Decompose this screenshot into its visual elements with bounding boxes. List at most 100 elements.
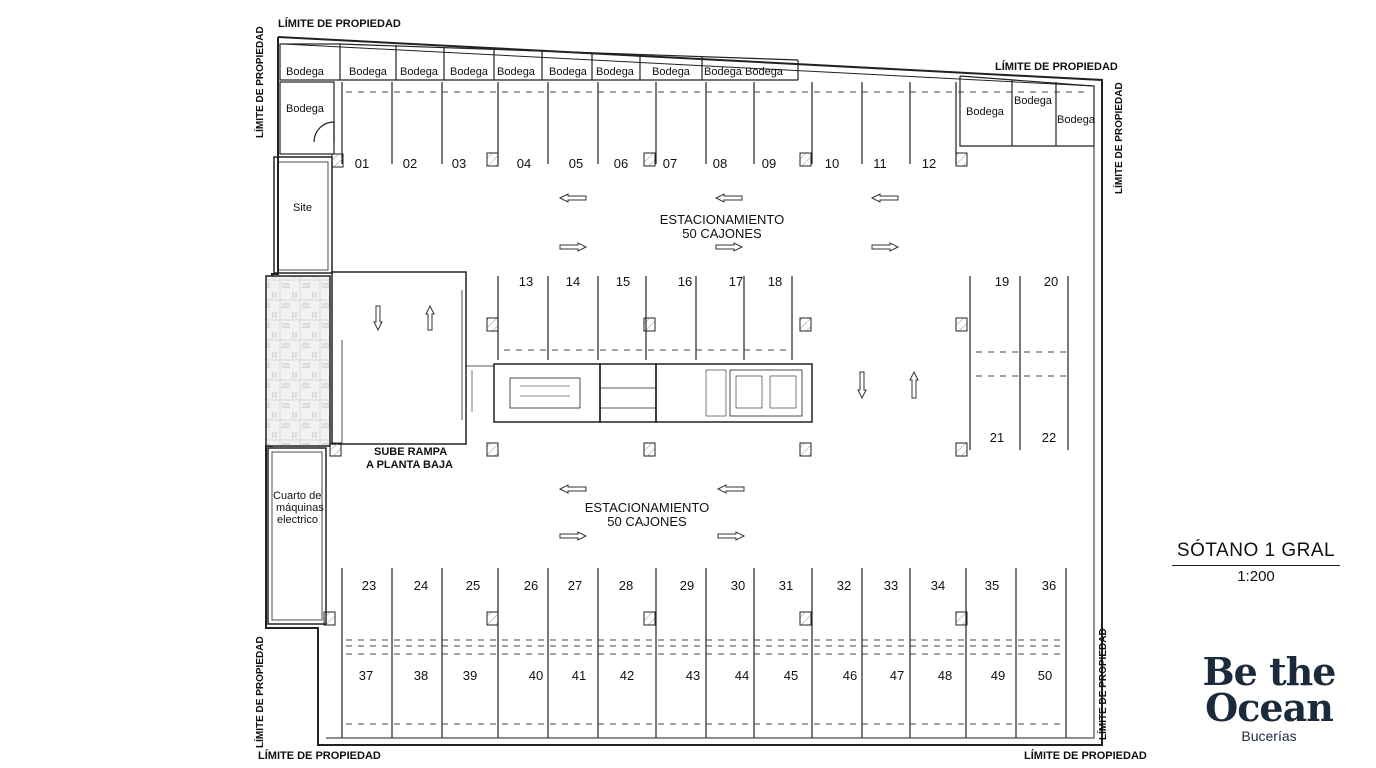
space-number: 13	[519, 274, 533, 289]
storage-top-right	[959, 75, 1095, 147]
space-number: 24	[414, 578, 428, 593]
space-number: 04	[517, 156, 531, 171]
space-number: 36	[1042, 578, 1056, 593]
storage-top	[279, 43, 799, 155]
space-number: 40	[529, 668, 543, 683]
room-labels: Site Cuarto de máquinas electrico SUBE R…	[273, 202, 784, 529]
storage-label: Bodega	[349, 66, 388, 78]
space-number: 20	[1044, 274, 1058, 289]
space-number: 39	[463, 668, 477, 683]
space-number: 01	[355, 156, 369, 171]
space-number: 30	[731, 578, 745, 593]
space-number: 14	[566, 274, 580, 289]
property-limit-bottom-right: LÍMITE DE PROPIEDAD	[1024, 749, 1147, 762]
storage-label: Bodega	[704, 66, 743, 78]
space-number: 48	[938, 668, 952, 683]
space-number: 41	[572, 668, 586, 683]
plan-title: SÓTANO 1 GRAL	[1172, 540, 1340, 566]
property-limit-right-upper: LÍMITE DE PROPIEDAD	[1112, 82, 1125, 194]
space-number: 19	[995, 274, 1009, 289]
property-limit-labels: LÍMITE DE PROPIEDAD LÍMITE DE PROPIEDAD …	[253, 17, 1147, 762]
storage-label: Bodega	[652, 66, 691, 78]
space-number: 31	[779, 578, 793, 593]
space-number: 43	[686, 668, 700, 683]
space-number: 05	[569, 156, 583, 171]
property-limit-left-lower: LÍMITE DE PROPIEDAD	[253, 636, 266, 748]
space-number: 44	[735, 668, 749, 683]
space-number: 21	[990, 430, 1004, 445]
property-limit-left-upper: LÍMITE DE PROPIEDAD	[253, 26, 266, 138]
ramp-label: SUBE RAMPA	[374, 446, 447, 458]
plan-scale: 1:200	[1237, 568, 1275, 585]
space-number: 28	[619, 578, 633, 593]
property-limit-top-right: LÍMITE DE PROPIEDAD	[995, 60, 1118, 73]
space-number: 23	[362, 578, 376, 593]
space-number: 46	[843, 668, 857, 683]
property-limit-top-left: LÍMITE DE PROPIEDAD	[278, 17, 401, 30]
parking-area-label: 50 CAJONES	[607, 514, 687, 529]
storage-label: Bodega	[745, 66, 784, 78]
brand-location: Bucerías	[1241, 728, 1297, 744]
ramp-label: A PLANTA BAJA	[366, 459, 453, 471]
machine-room-label: electrico	[277, 514, 318, 526]
storage-label: Bodega	[497, 66, 536, 78]
space-number: 02	[403, 156, 417, 171]
storage-label: Bodega	[286, 103, 325, 115]
stall-marks-bottom	[346, 639, 1062, 725]
space-number: 09	[762, 156, 776, 171]
stalls-top	[341, 82, 957, 164]
machine-room-label: máquinas	[276, 502, 324, 514]
space-number: 45	[784, 668, 798, 683]
space-number: 25	[466, 578, 480, 593]
parking-area-label: ESTACIONAMIENTO	[660, 212, 784, 227]
space-number: 16	[678, 274, 692, 289]
space-number: 26	[524, 578, 538, 593]
space-number: 38	[414, 668, 428, 683]
space-number: 03	[452, 156, 466, 171]
storage-labels: Bodega Bodega Bodega Bodega Bodega Bodeg…	[286, 66, 1096, 126]
space-number: 50	[1038, 668, 1052, 683]
space-number: 22	[1042, 430, 1056, 445]
storage-label: Bodega	[1057, 114, 1096, 126]
storage-label: Bodega	[1014, 95, 1053, 107]
stalls-bottom	[341, 568, 1067, 738]
space-number: 12	[922, 156, 936, 171]
storage-label: Bodega	[966, 106, 1005, 118]
space-number: 47	[890, 668, 904, 683]
brand-line-1: Be the	[1202, 649, 1337, 694]
property-limit-bottom-left: LÍMITE DE PROPIEDAD	[258, 749, 381, 762]
space-number: 07	[663, 156, 677, 171]
space-number: 06	[614, 156, 628, 171]
space-number: 32	[837, 578, 851, 593]
space-number: 49	[991, 668, 1005, 683]
machine-room-label: Cuarto de	[273, 490, 321, 502]
space-number: 42	[620, 668, 634, 683]
space-number: 10	[825, 156, 839, 171]
storage-label: Bodega	[549, 66, 588, 78]
service-core	[466, 363, 813, 423]
title-block: SÓTANO 1 GRAL 1:200	[1172, 540, 1340, 585]
site-label: Site	[293, 202, 312, 214]
ramp	[331, 271, 467, 445]
brand-logo: Be the Ocean Bucerías	[1196, 649, 1342, 745]
parking-area-label: ESTACIONAMIENTO	[585, 500, 709, 515]
space-number: 17	[729, 274, 743, 289]
storage-label: Bodega	[286, 66, 325, 78]
space-number: 08	[713, 156, 727, 171]
space-number: 15	[616, 274, 630, 289]
space-number: 27	[568, 578, 582, 593]
storage-label: Bodega	[450, 66, 489, 78]
space-number: 18	[768, 274, 782, 289]
parking-area-label: 50 CAJONES	[682, 226, 762, 241]
brand-line-2: Ocean	[1205, 685, 1334, 730]
storage-label: Bodega	[596, 66, 635, 78]
stall-marks-middle	[504, 349, 1066, 377]
direction-arrows	[373, 193, 919, 541]
left-rooms	[265, 156, 333, 625]
space-number: 29	[680, 578, 694, 593]
storage-label: Bodega	[400, 66, 439, 78]
space-numbers: 01 02 03 04 05 06 07 08 09 10 11 12 13 1…	[355, 156, 1058, 683]
space-number: 11	[873, 156, 887, 171]
space-number: 37	[359, 668, 373, 683]
